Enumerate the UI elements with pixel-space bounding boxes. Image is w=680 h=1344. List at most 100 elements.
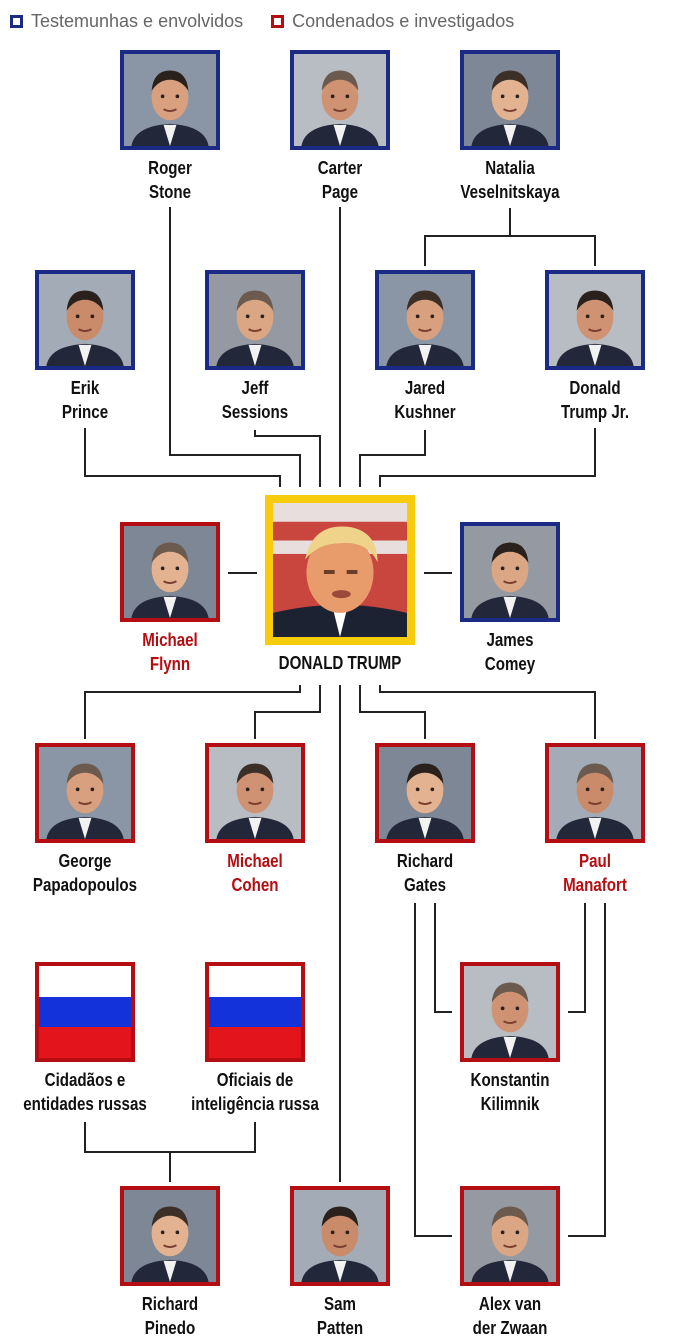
richard-gates-name-line-2: Gates bbox=[403, 875, 447, 895]
james-comey-name-line-1: James bbox=[486, 630, 534, 650]
roger-stone-photo bbox=[120, 50, 220, 150]
cidadaos-entidades-russas-name-line-1: Cidadãos e bbox=[44, 1070, 126, 1090]
richard-gates-photo bbox=[375, 743, 475, 843]
james-comey-photo bbox=[460, 522, 560, 622]
richard-pinedo-photo bbox=[120, 1186, 220, 1286]
sam-patten-name-line-2: Patten bbox=[316, 1318, 364, 1338]
donald-trump-photo bbox=[265, 495, 415, 645]
richard-pinedo-name-line-1: Richard bbox=[141, 1294, 199, 1314]
donald-trump-jr-name-line-2: Trump Jr. bbox=[560, 402, 630, 422]
legend-label-convicted: Condenados e investigados bbox=[292, 10, 515, 31]
michael-cohen-name-line-2: Cohen bbox=[231, 875, 279, 895]
jared-kushner-name-line-1: Jared bbox=[404, 378, 446, 398]
line-trump-to-cohen bbox=[254, 685, 321, 739]
paul-manafort-photo bbox=[545, 743, 645, 843]
michael-cohen-name-line-1: Michael bbox=[227, 851, 283, 871]
natalia-veselnitskaya-photo bbox=[460, 50, 560, 150]
george-papadopoulos-name-line-2: Papadopoulos bbox=[32, 875, 138, 895]
sam-patten-name-line-1: Sam bbox=[324, 1294, 356, 1314]
paul-manafort-name-line-1: Paul bbox=[579, 851, 611, 871]
jeff-sessions-name-line-2: Sessions bbox=[221, 402, 289, 422]
jared-kushner-name-line-2: Kushner bbox=[394, 402, 456, 422]
line-russians-bracket bbox=[84, 1122, 256, 1153]
konstantin-kilimnik-name-line-2: Kilimnik bbox=[480, 1094, 540, 1114]
richard-gates-name-line-1: Richard bbox=[396, 851, 454, 871]
carter-page-name-line-1: Carter bbox=[317, 158, 363, 178]
cidadaos-entidades-russas-name-line-2: entidades russas bbox=[23, 1094, 147, 1114]
natalia-veselnitskaya-name-line-2: Veselnitskaya bbox=[460, 182, 560, 202]
roger-stone-name-line-2: Stone bbox=[148, 182, 191, 202]
donald-trump-name-line-1: DONALD TRUMP bbox=[278, 653, 402, 673]
line-trump-to-gates bbox=[359, 685, 426, 739]
carter-page-photo bbox=[290, 50, 390, 150]
michael-flynn-name-line-2: Flynn bbox=[149, 654, 191, 674]
alex-van-der-zwaan-name: Alex van der Zwaan bbox=[426, 1292, 594, 1340]
sam-patten-photo bbox=[290, 1186, 390, 1286]
erik-prince-name-line-1: Erik bbox=[70, 378, 100, 398]
richard-pinedo-name-line-2: Pinedo bbox=[144, 1318, 196, 1338]
donald-trump-jr-photo bbox=[545, 270, 645, 370]
natalia-veselnitskaya-name-line-1: Natalia bbox=[485, 158, 535, 178]
donald-trump-jr-name-line-1: Donald bbox=[569, 378, 621, 398]
line-gates-to-vanderzwaan bbox=[414, 903, 452, 1237]
legend: Testemunhas e envolvidos Condenados e in… bbox=[10, 8, 542, 34]
alex-van-der-zwaan-name-line-1: Alex van bbox=[478, 1294, 542, 1314]
line-veselnitskaya-branch bbox=[424, 235, 596, 266]
line-trump-to-manafort bbox=[379, 685, 596, 739]
line-prince-to-trump bbox=[84, 428, 281, 487]
line-manafort-to-vanderzwaan bbox=[568, 903, 606, 1237]
paul-manafort-name-line-2: Manafort bbox=[563, 875, 627, 895]
erik-prince-name-line-2: Prince bbox=[61, 402, 109, 422]
legend-swatch-convicted bbox=[271, 14, 285, 28]
line-trumpjr-to-trump bbox=[379, 428, 596, 487]
jeff-sessions-name-line-1: Jeff bbox=[241, 378, 269, 398]
oficiais-inteligencia-russa-name-line-1: Oficiais de bbox=[216, 1070, 294, 1090]
line-kushner-to-trump bbox=[359, 430, 426, 487]
cidadaos-entidades-russas-name: Cidadãos e entidades russas bbox=[1, 1068, 169, 1116]
carter-page-name-line-2: Page bbox=[321, 182, 359, 202]
michael-flynn-photo bbox=[120, 522, 220, 622]
donald-trump-name: DONALD TRUMP bbox=[256, 651, 424, 675]
oficiais-inteligencia-russa-name: Oficiais de inteligência russa bbox=[171, 1068, 339, 1116]
james-comey-name-line-2: Comey bbox=[484, 654, 536, 674]
konstantin-kilimnik-photo bbox=[460, 962, 560, 1062]
line-stone-to-trump bbox=[169, 207, 301, 487]
michael-cohen-photo bbox=[205, 743, 305, 843]
line-gates-to-kilimnik bbox=[434, 903, 452, 1013]
george-papadopoulos-name-line-1: George bbox=[58, 851, 112, 871]
alex-van-der-zwaan-name-line-2: der Zwaan bbox=[472, 1318, 548, 1338]
konstantin-kilimnik-name-line-1: Konstantin bbox=[470, 1070, 550, 1090]
legend-swatch-witness bbox=[10, 14, 23, 28]
line-sessions-to-trump bbox=[254, 430, 321, 487]
roger-stone-name-line-1: Roger bbox=[148, 158, 192, 178]
oficiais-inteligencia-russa-name-line-2: inteligência russa bbox=[191, 1094, 319, 1114]
erik-prince-photo bbox=[35, 270, 135, 370]
legend-item-convicted: Condenados e investigados bbox=[271, 11, 514, 32]
line-manafort-to-kilimnik bbox=[568, 903, 586, 1013]
alex-van-der-zwaan-photo bbox=[460, 1186, 560, 1286]
jared-kushner-photo bbox=[375, 270, 475, 370]
cidadaos-entidades-russas-russian-flag bbox=[35, 962, 135, 1062]
legend-label-witness: Testemunhas e envolvidos bbox=[31, 10, 244, 31]
line-trump-to-papadopoulos bbox=[84, 685, 301, 739]
legend-item-witness: Testemunhas e envolvidos bbox=[10, 11, 243, 32]
oficiais-inteligencia-russa-russian-flag bbox=[205, 962, 305, 1062]
george-papadopoulos-photo bbox=[35, 743, 135, 843]
